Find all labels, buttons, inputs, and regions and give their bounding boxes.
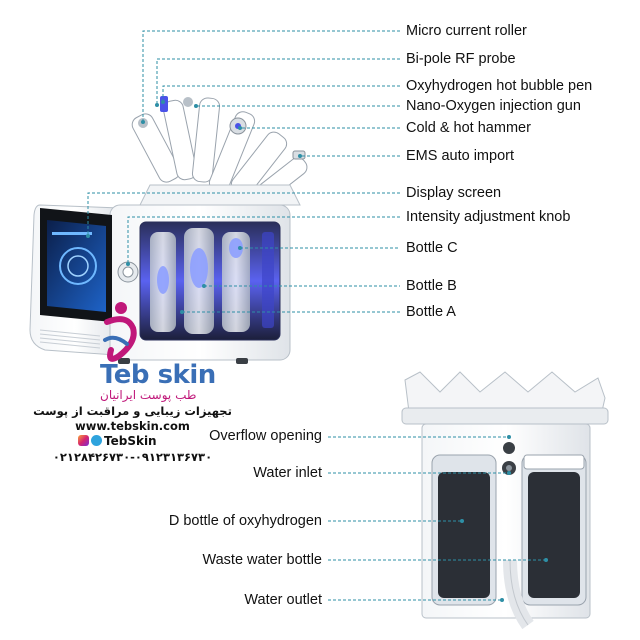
label-nano-oxygen-gun: Nano-Oxygen injection gun <box>406 98 581 114</box>
label-water-outlet: Water outlet <box>244 592 322 608</box>
brand-name: Teb skin <box>100 360 216 390</box>
leader-lines-top <box>87 30 400 313</box>
label-d-bottle: D bottle of oxyhydrogen <box>168 513 322 529</box>
label-intensity-knob: Intensity adjustment knob <box>406 209 571 225</box>
label-micro-current-roller: Micro current roller <box>406 23 527 39</box>
label-overflow-opening: Overflow opening <box>209 428 322 444</box>
label-bottle-b: Bottle B <box>406 278 457 294</box>
label-bottle-a: Bottle A <box>406 304 456 320</box>
brand-tagline: تجهیزات زیبایی و مراقبت از پوست <box>33 404 232 418</box>
leader-dots-top <box>86 100 302 314</box>
brand-block: Teb skin طب پوست ایرانیان تجهیزات زیبایی… <box>30 330 235 470</box>
leader-lines-bottom <box>328 436 546 601</box>
instagram-icon <box>78 435 89 446</box>
label-water-inlet: Water inlet <box>253 465 322 481</box>
telegram-icon <box>91 435 102 446</box>
label-display-screen: Display screen <box>406 185 502 201</box>
brand-social[interactable]: TebSkin <box>78 434 157 448</box>
main-machine <box>29 96 308 364</box>
label-bi-pole-rf-probe: Bi-pole RF probe <box>406 51 516 67</box>
brand-subtitle: طب پوست ایرانیان <box>100 388 197 402</box>
label-ems-auto-import: EMS auto import <box>406 148 514 164</box>
label-cold-hot-hammer: Cold & hot hammer <box>406 120 531 136</box>
label-bottle-c: Bottle C <box>406 240 458 256</box>
brand-website[interactable]: www.tebskin.com <box>75 419 190 433</box>
label-waste-water-bottle: Waste water bottle <box>202 552 322 568</box>
label-oxyhydrogen-pen: Oxyhydrogen hot bubble pen <box>406 78 593 94</box>
back-machine <box>401 371 609 630</box>
brand-logo-icon <box>103 302 137 362</box>
leader-dots-bottom <box>460 435 548 602</box>
social-handle: TebSkin <box>104 434 157 448</box>
brand-phones: ۰۲۱۲۸۴۲۶۷۳۰-۰۹۱۲۳۱۳۶۷۳۰ <box>52 450 213 464</box>
